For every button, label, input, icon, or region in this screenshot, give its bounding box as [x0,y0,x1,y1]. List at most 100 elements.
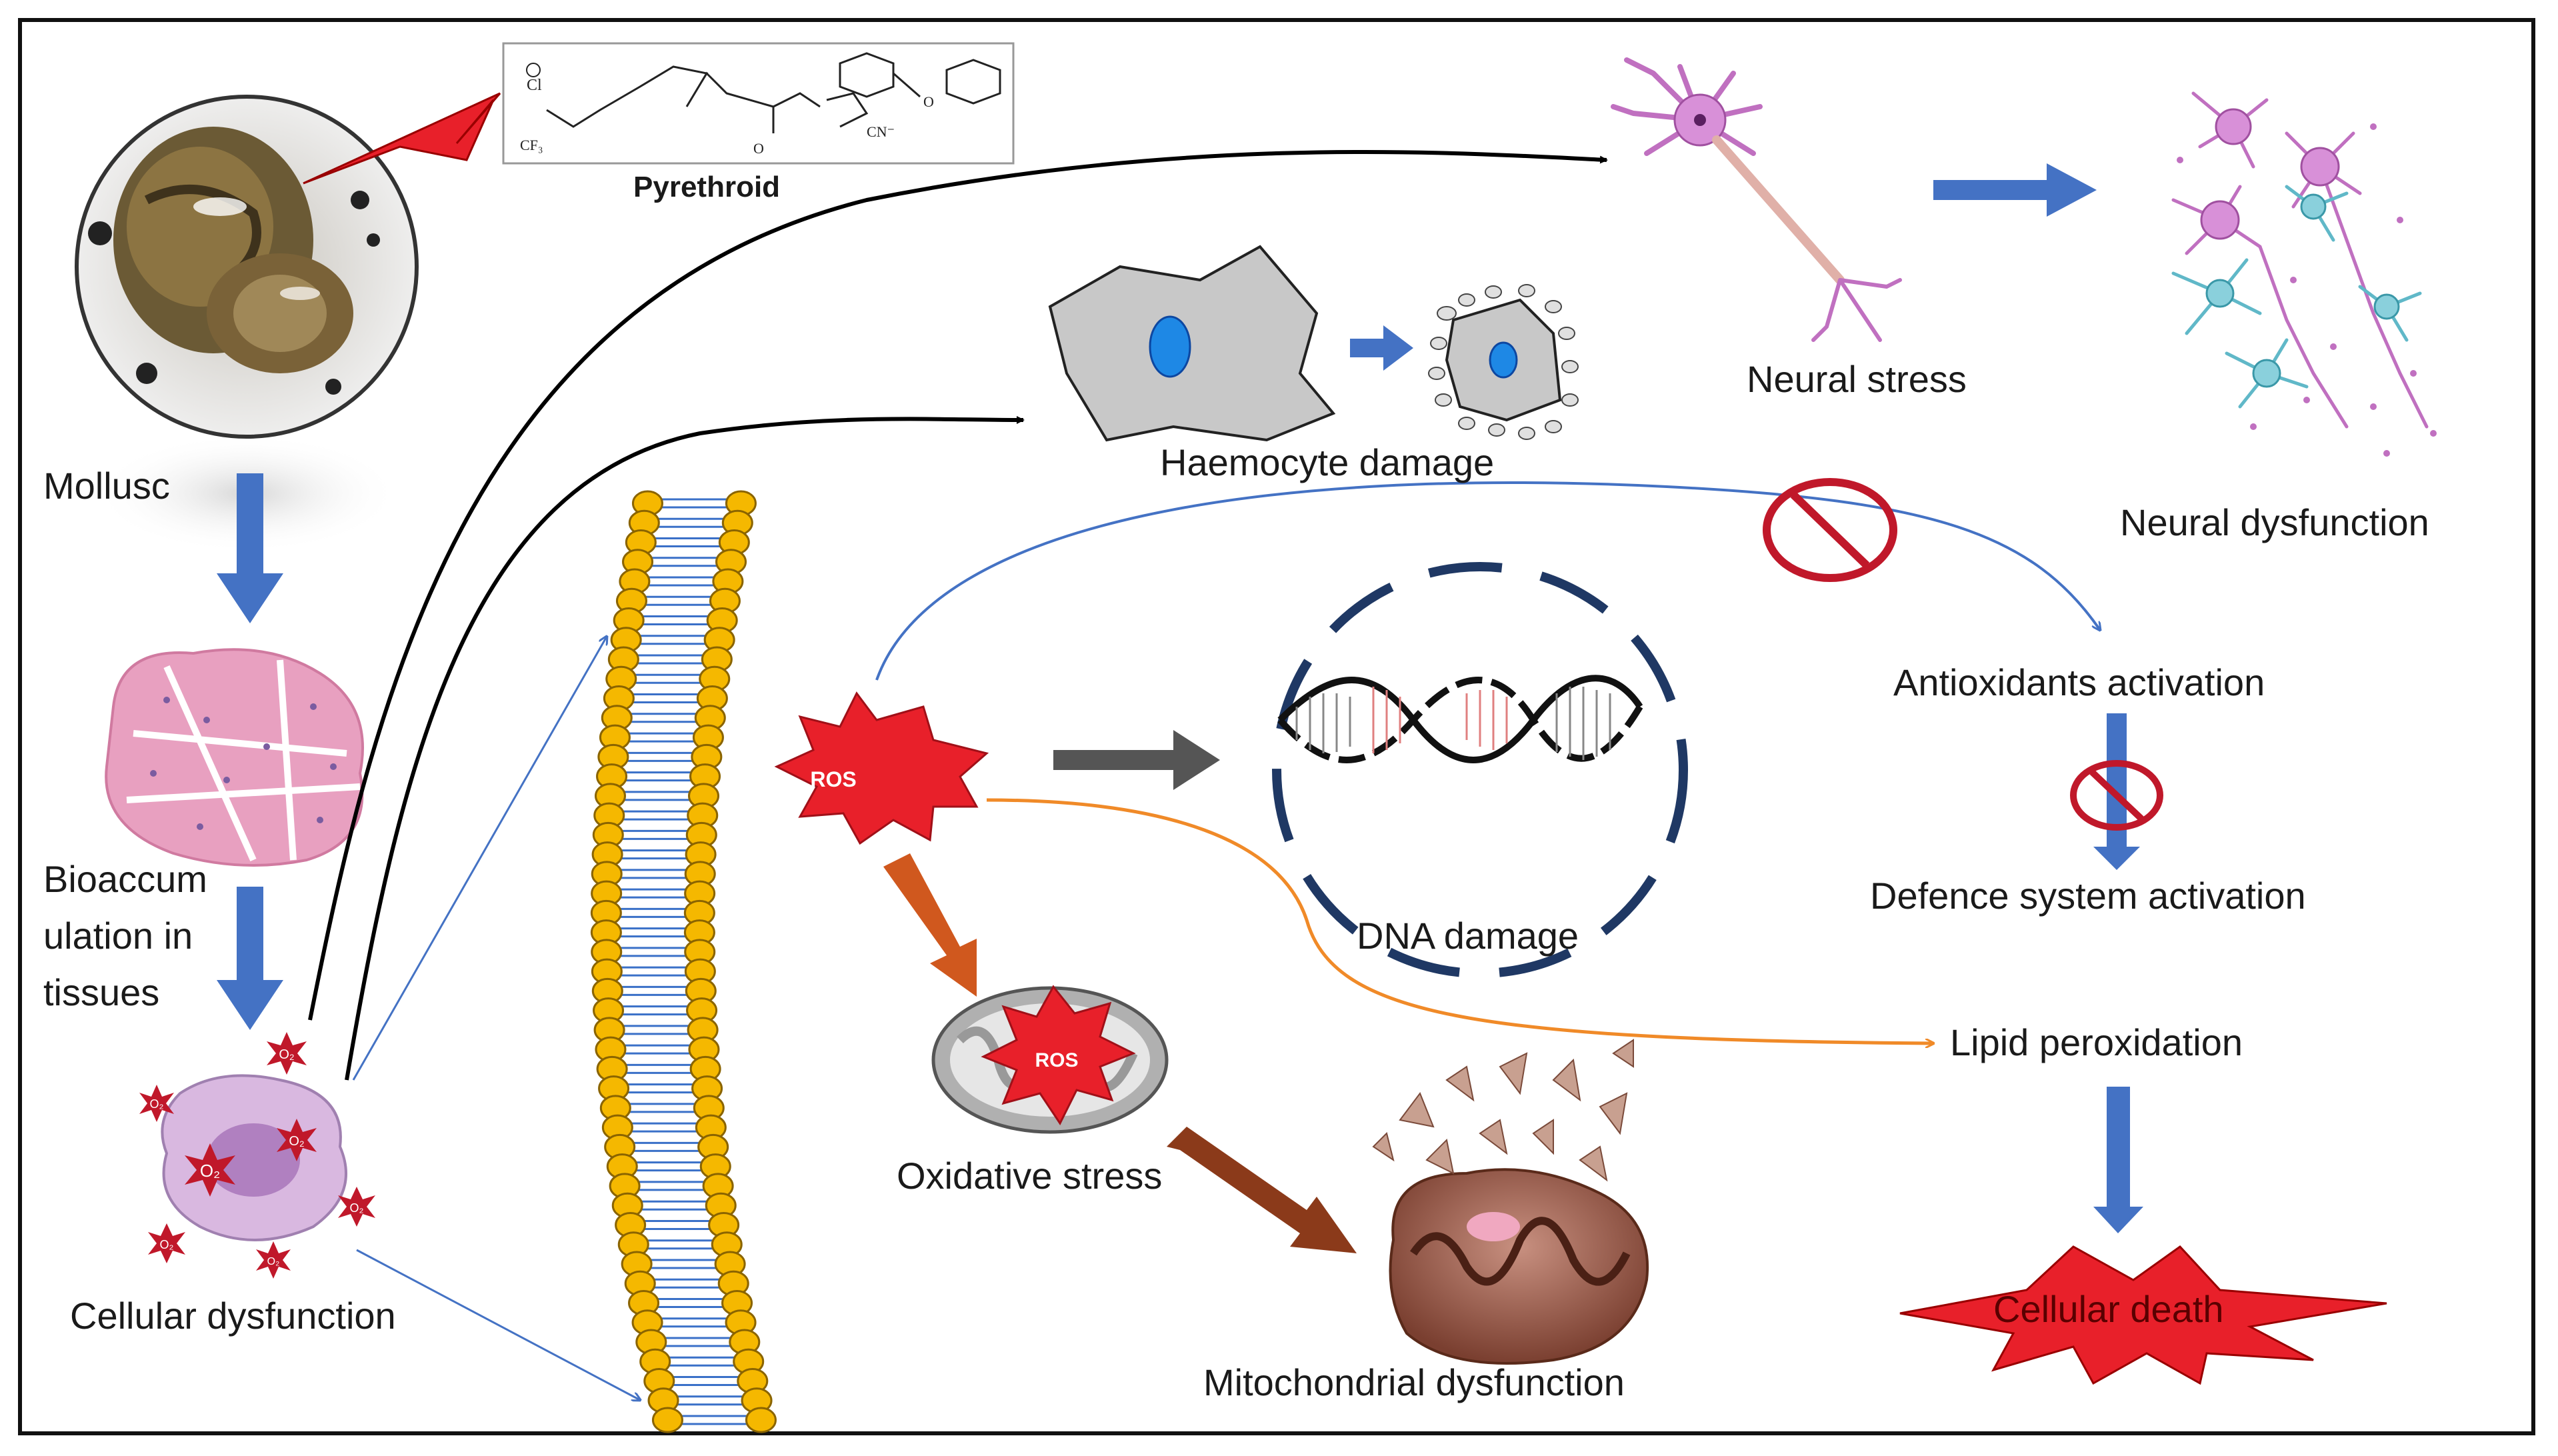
lipid-tail [615,869,693,879]
svg-text:CN⁻: CN⁻ [867,123,895,140]
arrow-ros-to-lipid [986,798,1933,1043]
arrow-oxidative-to-mito [1167,1127,1357,1253]
antioxidants-activation-label: Antioxidants activation [1893,661,2265,703]
lipid-tail [618,791,696,801]
lipid-tail [634,635,712,645]
neural-dysfunction-label: Neural dysfunction [2120,501,2429,543]
lipid-head [651,1407,683,1433]
lipid-tail [651,1297,729,1308]
arrow-ros-to-oxidative [883,853,977,997]
o2-label: O₂ [200,1161,220,1181]
lipid-tail [623,1103,701,1113]
defence-system-activation-label: Defence system activation [1870,875,2306,917]
lipid-tail [675,1415,753,1425]
lipid-tail [614,927,692,938]
lipid-tail [621,751,699,762]
dna-damage-label: DNA damage [1357,915,1579,957]
haemocyte-normal [1048,245,1336,442]
damaged-mitochondrion-icon [1372,1039,1649,1365]
lipid-tail [625,713,703,723]
lipid-tail [616,829,694,840]
lipid-tail [623,732,701,743]
lipid-tail [627,1141,705,1152]
svg-text:O: O [923,93,934,110]
haemocyte-damaged [1428,284,1579,440]
mollusc-flow-arrows [217,473,283,1030]
bioaccum-label-line3: tissues [43,971,160,1013]
o2-label: O₂ [160,1238,174,1251]
arrow-cell-to-membrane-top [352,637,607,1081]
lipid-tail [619,771,697,782]
arrow-lipid-to-death [2093,1087,2143,1233]
bioaccum-label-line1: Bioaccum [43,858,207,900]
svg-text:Cl: Cl [527,77,542,94]
arrow-ros-to-dna [1053,730,1220,790]
lipid-tail [655,1317,733,1328]
lipid-tail [614,907,692,918]
mollusc-label: Mollusc [43,465,170,507]
tissue-image [105,648,364,867]
lipid-tail [630,1161,708,1172]
inhibit-icon-middle [2070,760,2163,831]
ros-label: ROS [810,767,856,791]
arrow-cell-to-membrane-bottom [356,1249,640,1400]
neural-stress-label: Neural stress [1747,358,1967,400]
lipid-tail [655,498,733,509]
lipid-tail [637,615,715,626]
cellular-death-label: Cellular death [1993,1288,2224,1330]
ros-mito-label: ROS [1035,1049,1078,1071]
lipid-tail [633,1181,711,1191]
lipid-tail [641,1239,719,1250]
lipid-tail [615,966,693,977]
o2-label: O₂ [350,1201,364,1215]
lipid-head [745,1407,777,1433]
lipid-tail [615,985,693,996]
neural-network-icon [2171,91,2437,457]
mitochondrial-dysfunction-label: Mitochondrial dysfunction [1203,1361,1625,1403]
lipid-tail [667,1375,745,1386]
lipid-tail [659,1337,737,1347]
lipid-tail [631,654,709,665]
dna-dashed-circle [1272,562,1688,978]
lipid-tail [617,1025,695,1035]
lipid-bilayer [590,490,777,1433]
cellular-death-burst [1899,1245,2387,1385]
lipid-tail [639,595,717,606]
bioaccum-label-line2: ulation in [43,915,193,957]
lipid-peroxidation-label: Lipid peroxidation [1950,1021,2243,1063]
lipid-tail [645,1259,723,1269]
pyrethroid-structure: Cl CF₃ O CN⁻ O [502,42,1015,165]
neuron-icon [1611,57,1902,342]
lipid-tail [663,1356,741,1367]
lipid-tail [621,1083,699,1094]
lipid-tail [617,810,695,821]
o2-label: O₂ [279,1047,294,1062]
dna-helix-icon [1277,675,1643,763]
lipid-tail [614,947,692,957]
lipid-tail [645,557,723,567]
lipid-tail [616,1005,694,1016]
lipid-tail [652,517,730,528]
lipid-tail [642,576,720,587]
o2-label: O₂ [267,1256,280,1267]
lipid-tail [614,888,692,899]
o2-label: O₂ [289,1134,304,1149]
neural-progress-arrow [1933,163,2097,217]
lipid-tail [629,673,707,684]
lipid-tail [635,1200,713,1211]
haemocyte-damage-label: Haemocyte damage [1160,441,1495,483]
haemocyte-arrow [1350,325,1413,371]
o2-label: O₂ [150,1097,164,1111]
oxidative-stress-label: Oxidative stress [897,1155,1163,1197]
lipid-tail [618,1044,696,1055]
ros-burst-icon [774,691,989,845]
inhibit-icon-top [1763,478,1897,582]
lipid-tail [615,849,693,860]
arrow-to-haemocyte [345,415,1025,1081]
lipid-tail [638,1219,716,1230]
lightning-bolt-icon [303,92,501,185]
ros-burst-mito-icon [981,985,1136,1125]
cellular-dysfunction-label: Cellular dysfunction [70,1295,396,1337]
